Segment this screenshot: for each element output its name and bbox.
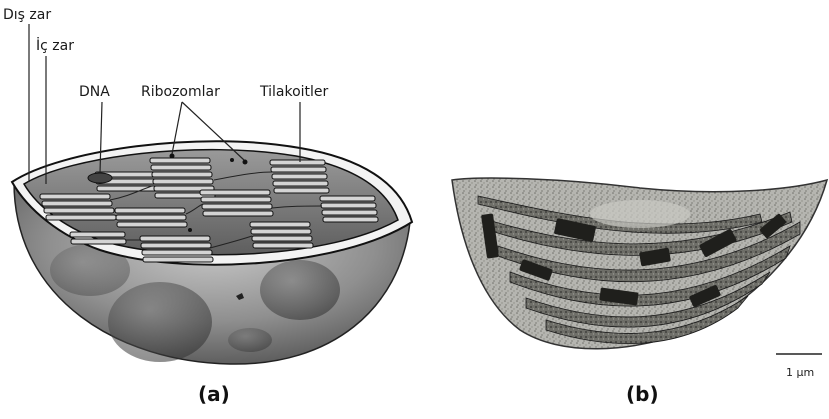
granum xyxy=(270,160,329,193)
scale-bar: 1 μm xyxy=(776,354,822,379)
granum xyxy=(115,208,187,227)
label-inner-membrane: İç zar xyxy=(36,36,74,54)
stroma-blob xyxy=(108,282,212,362)
chloroplast-illustration xyxy=(12,141,412,364)
panel-label-b: (b) xyxy=(626,382,659,406)
panel-label-a: (a) xyxy=(198,382,230,406)
label-dna: DNA xyxy=(79,84,110,100)
micrograph-light-region xyxy=(590,200,690,228)
label-thylakoids: Tilakoitler xyxy=(259,84,329,100)
scale-bar-label: 1 μm xyxy=(786,366,814,379)
stroma-blob xyxy=(260,260,340,320)
dna-nucleoid xyxy=(88,173,112,183)
label-outer-membrane: Dış zar xyxy=(3,7,51,23)
label-ribosomes: Ribozomlar xyxy=(141,84,220,100)
stroma-blob xyxy=(228,328,272,352)
chloroplast-micrograph xyxy=(452,178,827,349)
